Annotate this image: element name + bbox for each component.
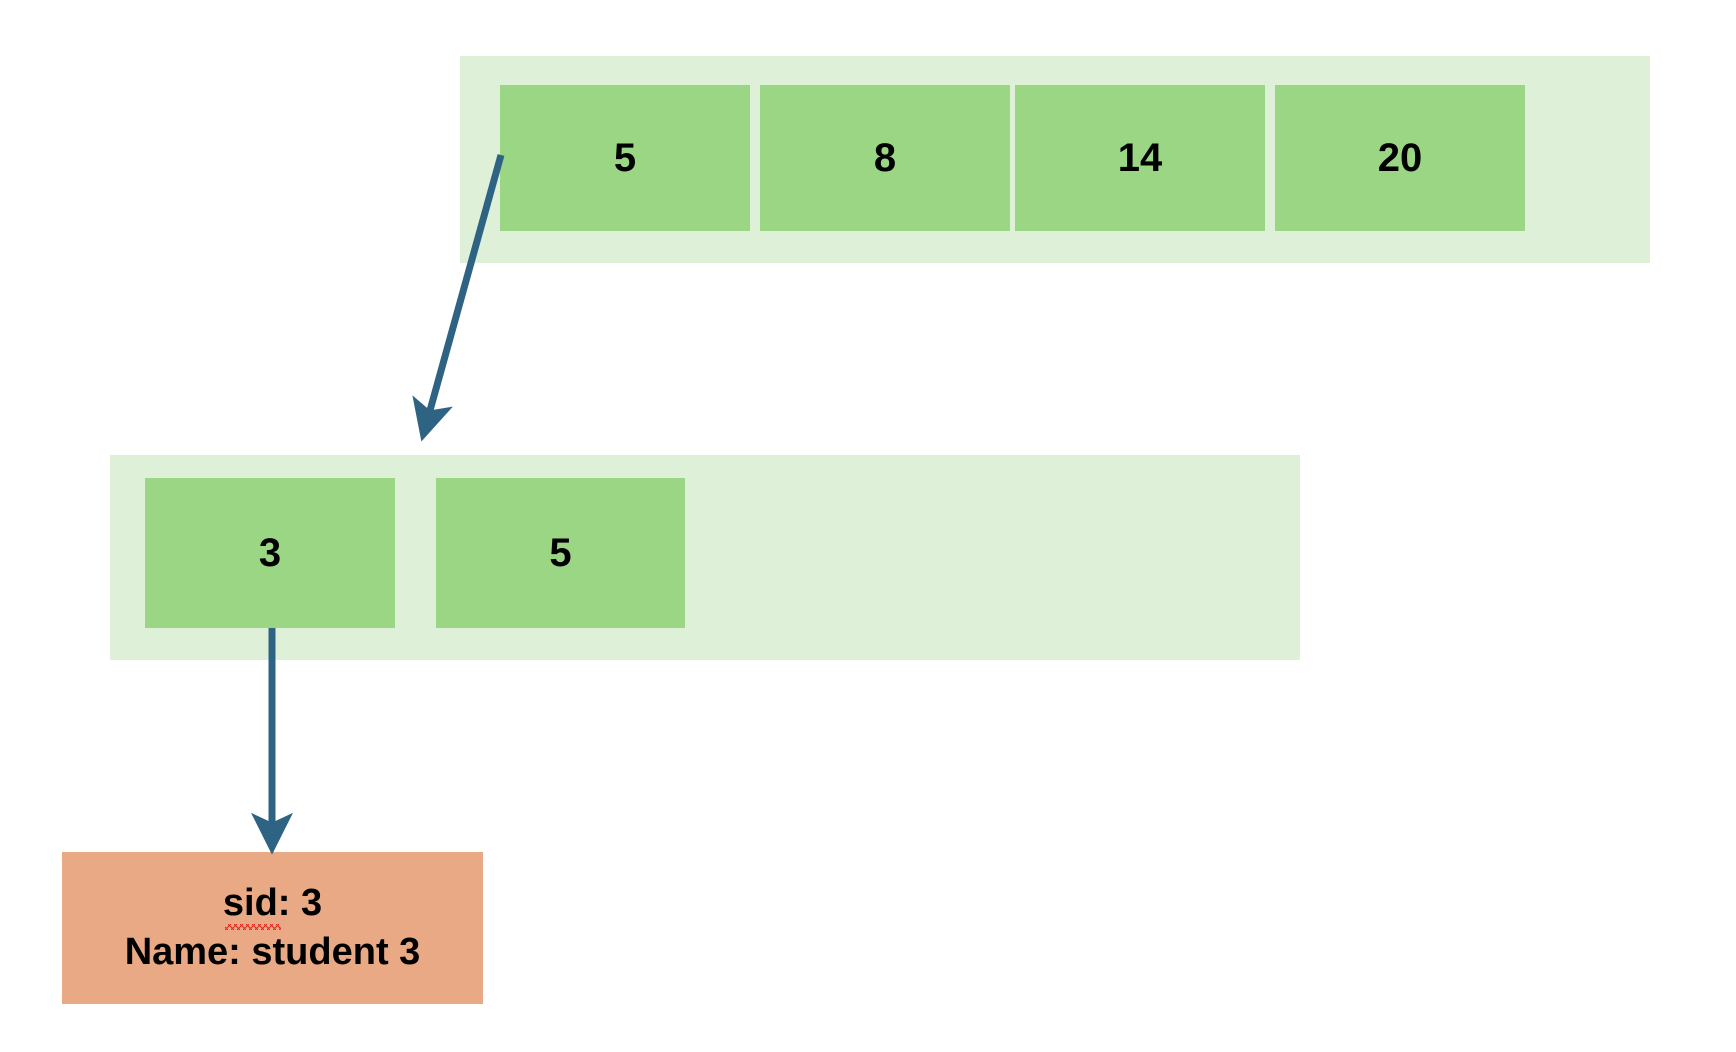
student-record-box[interactable]: sid: 3 Name: student 3 [62, 852, 483, 1004]
record-sid-line: sid: 3 [222, 879, 323, 930]
top-array-cell-3-value: 20 [1377, 136, 1423, 180]
top-array-cell-2[interactable]: 14 [1015, 85, 1265, 231]
record-name-line: Name: student 3 [124, 931, 421, 973]
bottom-array-container: 3 5 [110, 455, 1300, 660]
record-sid-text: sid: 3 [222, 882, 323, 925]
top-array-cell-3[interactable]: 20 [1275, 85, 1525, 231]
top-array-cell-0[interactable]: 5 [500, 85, 750, 231]
top-array-cell-0-value: 5 [613, 136, 637, 180]
bottom-array-cell-0-value: 3 [258, 531, 282, 575]
bottom-array-cell-1[interactable]: 5 [436, 478, 685, 628]
top-array-cell-2-value: 14 [1117, 136, 1163, 180]
top-array-cell-1-value: 8 [873, 136, 897, 180]
bottom-array-cell-1-value: 5 [549, 531, 572, 575]
top-array-cell-1[interactable]: 8 [760, 85, 1010, 231]
bottom-array-cell-0[interactable]: 3 [145, 478, 395, 628]
spellcheck-underline-icon [224, 924, 281, 930]
top-array-container: 5 8 14 20 [460, 56, 1650, 263]
